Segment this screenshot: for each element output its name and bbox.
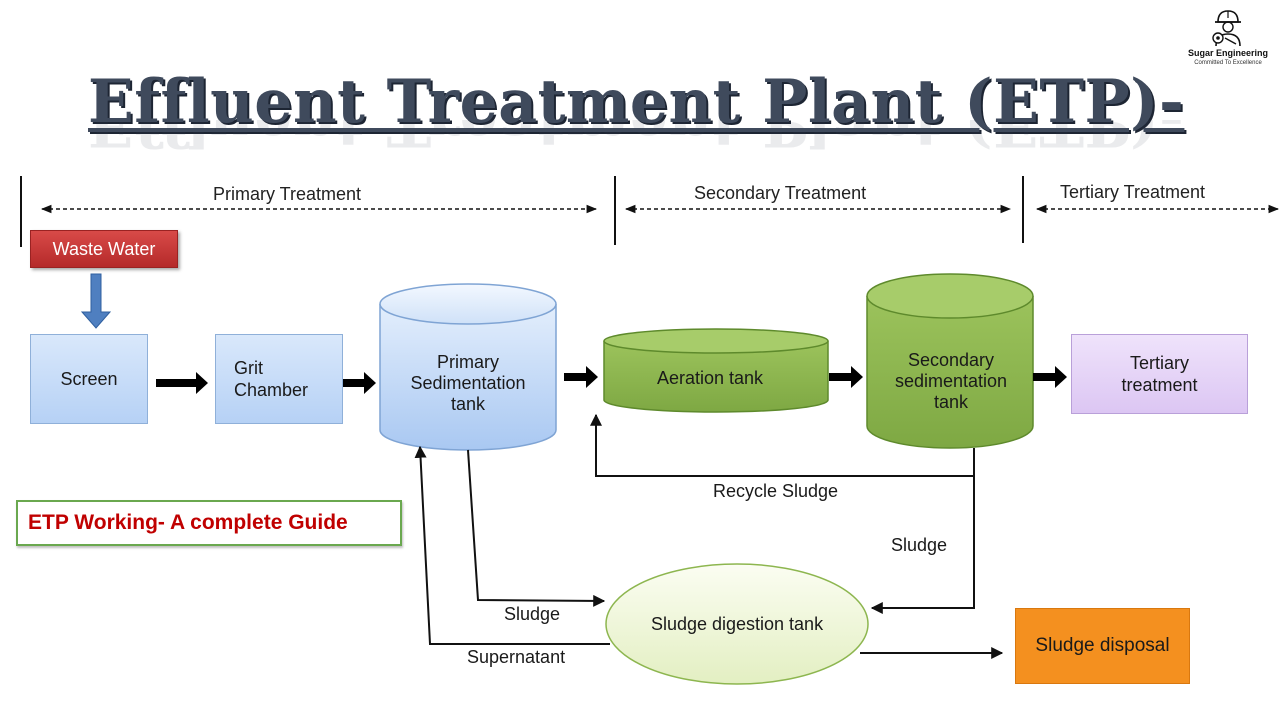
- flow-arrow-primary-to-aeration: [564, 366, 598, 388]
- primary-sedimentation-tank-shape: [379, 283, 557, 451]
- primary-sludge-line: [467, 449, 606, 607]
- grit-chamber-label-line2: Chamber: [234, 380, 309, 400]
- supernatant-label: Supernatant: [467, 647, 566, 667]
- brand-logo: Sugar Engineering Committed To Excellenc…: [1180, 6, 1276, 76]
- secondary-tank-label-line1: Secondary: [907, 350, 995, 370]
- primary-sludge-label: Sludge: [504, 604, 561, 624]
- sludge-disposal-box: Sludge disposal: [1015, 608, 1190, 684]
- logo-brand-name: Sugar Engineering: [1187, 48, 1268, 58]
- flow-arrow-screen-to-grit: [156, 372, 208, 394]
- flow-arrow-secondary-to-tertiary: [1033, 366, 1067, 388]
- logo-tagline: Committed To Excellence: [1194, 60, 1262, 66]
- engineer-with-hardhat-and-gear-icon: [1212, 10, 1241, 47]
- sludge-digestion-tank-label: Sludge digestion tank: [650, 614, 824, 634]
- secondary-sludge-line: [870, 476, 975, 614]
- primary-sedimentation-tank-label: Primary Sedimentation tank: [388, 352, 548, 415]
- screen-box: Screen: [30, 334, 148, 424]
- grit-chamber-label-line1: Grit: [234, 358, 263, 378]
- primary-tank-label-line3: tank: [450, 394, 486, 414]
- secondary-tank-label-line2: sedimentation: [894, 371, 1008, 391]
- guide-link[interactable]: ETP Working- A complete Guide: [16, 500, 402, 546]
- primary-tank-label-line1: Primary: [437, 352, 499, 372]
- page-title: Effluent Treatment Plant (ETP)-: [88, 67, 1185, 137]
- aeration-tank-shape: [603, 328, 829, 413]
- tertiary-treatment-box: Tertiary treatment: [1071, 334, 1248, 414]
- waste-water-box: Waste Water: [30, 230, 178, 268]
- flow-arrow-aeration-to-secondary: [829, 366, 863, 388]
- tertiary-label-line1: Tertiary: [1129, 353, 1189, 373]
- aeration-tank-label: Aeration tank: [656, 368, 764, 388]
- tertiary-label-line2: treatment: [1121, 375, 1198, 395]
- flow-arrow-grit-to-primary: [342, 372, 376, 394]
- primary-treatment-label: Primary Treatment: [213, 184, 362, 204]
- sludge-digestion-tank-shape: [605, 563, 869, 685]
- recycle-sludge-line: [590, 413, 975, 477]
- inflow-down-arrow: [80, 273, 112, 329]
- tertiary-treatment-label: Tertiary Treatment: [1060, 182, 1206, 202]
- secondary-sedimentation-tank-shape: [866, 273, 1034, 449]
- secondary-sedimentation-tank-label: Secondary sedimentation tank: [872, 350, 1030, 413]
- grit-chamber-box: Grit Chamber: [215, 334, 343, 424]
- recycle-sludge-label: Recycle Sludge: [713, 481, 839, 501]
- supernatant-line: [414, 445, 610, 645]
- secondary-sludge-label: Sludge: [891, 535, 948, 555]
- primary-tank-label-line2: Sedimentation: [410, 373, 526, 393]
- secondary-treatment-label: Secondary Treatment: [694, 183, 867, 203]
- secondary-tank-label-line3: tank: [933, 392, 969, 412]
